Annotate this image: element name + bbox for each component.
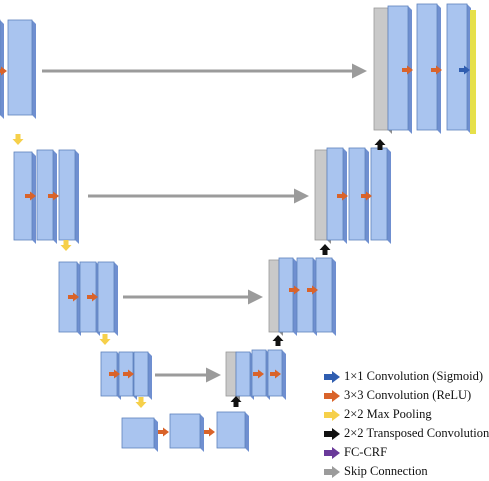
legend-item-fc-crf: FC-CRF — [322, 443, 474, 462]
operation-arrows — [0, 65, 470, 437]
decoder-l3-block — [296, 257, 317, 336]
legend-label: Skip Connection — [344, 464, 428, 478]
bottleneck-block — [216, 411, 249, 452]
maxpool-arrow — [135, 397, 147, 408]
bottleneck-block — [121, 417, 158, 452]
decoder-l2-block — [326, 147, 347, 244]
legend-item-conv3x3: 3×3 Convolution (ReLU) — [322, 386, 474, 405]
conv3x3-arrow — [25, 191, 36, 201]
conv3x3-arrow — [204, 427, 215, 437]
maxpool-arrow — [99, 334, 111, 345]
conv3x3-arrow — [337, 191, 348, 201]
conv1x1-arrow — [459, 65, 470, 75]
legend-label: 2×2 Transposed Convolution — [344, 426, 489, 440]
legend: 1×1 Convolution (Sigmoid) 3×3 Convolutio… — [322, 367, 489, 481]
conv3x3-arrow — [0, 66, 7, 76]
legend-item-skip-connection: Skip Connection — [322, 462, 474, 481]
output-map — [470, 10, 476, 134]
transposed-conv-arrow-icon — [324, 427, 340, 440]
encoder-l2-block — [58, 149, 79, 244]
conv3x3-arrow — [270, 369, 281, 379]
legend-item-transposed-conv: 2×2 Transposed Convolution — [322, 424, 489, 443]
maxpool-arrow — [12, 134, 24, 145]
decoder-l2-block — [370, 147, 391, 244]
conv3x3-arrow — [48, 191, 59, 201]
conv3x3-arrow — [87, 292, 98, 302]
maxpool-arrow-icon — [324, 408, 340, 421]
legend-item-conv1x1: 1×1 Convolution (Sigmoid) — [322, 367, 483, 386]
fc-crf-arrow-icon — [324, 446, 340, 459]
conv1x1-arrow-icon — [324, 370, 340, 383]
transposed-conv-arrow — [230, 396, 242, 407]
decoder-l4-block — [235, 351, 254, 400]
conv3x3-arrow — [289, 285, 300, 295]
decoder-l3-block — [278, 257, 297, 336]
feature-map-blocks — [0, 3, 476, 452]
legend-label: 2×2 Max Pooling — [344, 407, 432, 421]
legend-label: FC-CRF — [344, 445, 388, 459]
conv3x3-arrow — [402, 65, 413, 75]
encoder-l4-block — [133, 351, 152, 400]
conv3x3-arrow — [253, 369, 264, 379]
skip-connection-arrow-icon — [324, 465, 340, 478]
conv3x3-arrow — [109, 369, 120, 379]
encoder-l2-block — [13, 151, 36, 244]
conv3x3-arrow — [307, 285, 318, 295]
skip-connections — [42, 63, 367, 383]
encoder-l1-block — [7, 19, 36, 119]
conv3x3-arrow — [431, 65, 442, 75]
conv3x3-arrow-icon — [324, 389, 340, 402]
legend-item-maxpool: 2×2 Max Pooling — [322, 405, 474, 424]
conv3x3-arrow — [158, 427, 169, 437]
bottleneck-block — [169, 413, 204, 452]
conv3x3-arrow — [361, 191, 372, 201]
unet-architecture-diagram — [0, 3, 476, 452]
transposed-conv-arrow — [319, 244, 331, 255]
maxpool-arrow — [60, 240, 72, 251]
decoder-l3-block — [315, 257, 336, 336]
transposed-conv-arrow — [272, 335, 284, 346]
encoder-l3-block — [97, 261, 118, 336]
transposed-conv-arrow — [374, 139, 386, 150]
conv3x3-arrow — [68, 292, 79, 302]
conv3x3-arrow — [123, 369, 134, 379]
legend-label: 3×3 Convolution (ReLU) — [344, 388, 472, 402]
legend-label: 1×1 Convolution (Sigmoid) — [344, 369, 484, 383]
